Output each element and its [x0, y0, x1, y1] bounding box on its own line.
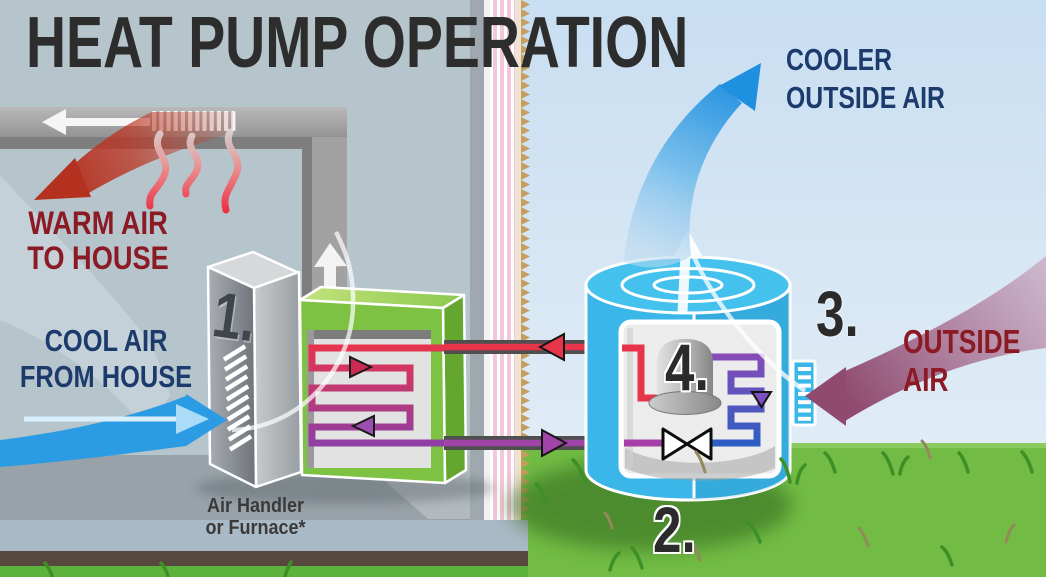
warm-air-arrowhead-icon: [34, 158, 91, 200]
outdoor-circulation-curve: [688, 249, 807, 393]
page-title: HEAT PUMP OPERATION: [26, 3, 689, 83]
grass-blades: [43, 439, 1034, 577]
compressor: [657, 339, 713, 403]
warm-air-line2: TO HOUSE: [27, 240, 169, 276]
coil-flow-left-arrow-icon: [350, 414, 375, 438]
outside-air-label: OUTSIDE AIR: [903, 323, 1020, 399]
indoor-circulation-curve: [231, 230, 356, 433]
outdoor-coil-down-arrow-icon: [750, 391, 773, 409]
step-4-marker: 4.: [665, 330, 710, 404]
step-3-marker: 3.: [816, 278, 859, 350]
outside-air-arrowhead-icon: [805, 367, 846, 426]
cooler-outside-air-arrow: [624, 63, 761, 268]
cool-air-inner-arrowhead-icon: [176, 404, 209, 434]
compressor-base: [648, 391, 722, 415]
refrigerant-lines: [444, 332, 586, 458]
outside-air-line1: OUTSIDE: [903, 323, 1021, 360]
expansion-valve-icon: [661, 427, 713, 461]
cool-air-label: COOL AIR FROM HOUSE: [19, 323, 193, 395]
air-handler-caption: Air Handler or Furnace*: [177, 495, 335, 539]
cooler-outside-line1: COOLER: [786, 42, 893, 77]
air-handler-louvers-icon: [222, 344, 253, 452]
caption-line1: Air Handler: [206, 495, 305, 517]
step-1-marker: 1.: [208, 278, 261, 356]
wall-cross-section: [470, 0, 530, 520]
siding-edge: [521, 0, 530, 517]
liquid-line-arrow-icon: [541, 428, 569, 458]
hot-gas-line-internal: [622, 344, 658, 402]
duct-flow-left-arrow-icon: [42, 109, 150, 135]
caption-line2: or Furnace*: [205, 517, 306, 539]
step-2-marker: 2.: [653, 494, 696, 566]
coil-flow-right-arrow-icon: [349, 355, 374, 379]
heat-squiggles-icon: [146, 128, 242, 214]
cool-air-line2: FROM HOUSE: [19, 359, 193, 394]
outdoor-unit-internals: [622, 339, 773, 461]
outside-air-line2: AIR: [903, 361, 949, 398]
coil-box-side-face: [441, 293, 468, 485]
warm-air-label: WARM AIR TO HOUSE: [22, 206, 175, 276]
warm-air-line1: WARM AIR: [28, 205, 168, 241]
hot-line-arrow-icon: [537, 332, 565, 362]
cool-air-line1: COOL AIR: [44, 323, 168, 358]
outside-air-arrow: [805, 256, 1046, 426]
cooler-outside-line2: OUTSIDE AIR: [786, 80, 945, 115]
insulation-pink: [490, 0, 515, 520]
cooler-outside-air-label: COOLER OUTSIDE AIR: [786, 41, 945, 117]
cooler-air-arrowhead-icon: [719, 63, 761, 111]
air-handler-side-face: [252, 270, 303, 489]
indoor-air-swoosh: [0, 175, 170, 430]
cool-air-arrow: [0, 394, 227, 467]
